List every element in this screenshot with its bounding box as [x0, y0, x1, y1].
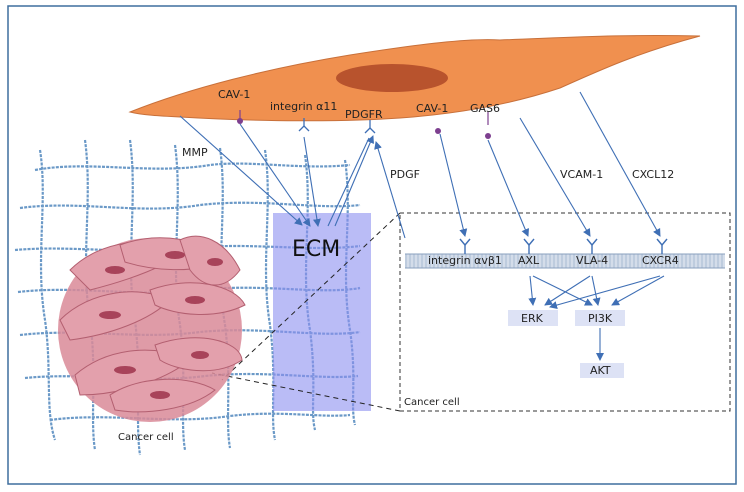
mmp-label: MMP	[182, 146, 208, 159]
cancer-cell-inset-box	[399, 212, 731, 412]
pdgf-arrow	[374, 141, 406, 239]
outer-frame	[7, 5, 737, 485]
cav1-right-label: CAV-1	[416, 102, 448, 115]
zoom-lines	[211, 212, 401, 412]
integrin-avb1-receptor	[459, 238, 471, 254]
erk-label: ERK	[521, 312, 544, 325]
cav1-right-receptor	[435, 128, 441, 134]
integrin-avb1-label: integrin αvβ1	[428, 254, 502, 267]
pi3k-box	[575, 310, 625, 326]
cav1-left-receptor	[237, 110, 243, 124]
erk-box	[508, 310, 558, 326]
axl-label: AXL	[518, 254, 540, 267]
cxcl12-label: CXCL12	[632, 168, 674, 181]
pdgfr-receptor	[364, 120, 376, 134]
gas6-receptor	[485, 112, 491, 139]
fibroblast-to-ecm-arrows	[179, 115, 374, 227]
vla4-label: VLA-4	[576, 254, 608, 267]
pdgfr-label: PDGFR	[345, 108, 383, 121]
pdgf-label: PDGF	[390, 168, 420, 181]
cxcr4-receptor	[656, 238, 668, 254]
signaling-arrows	[528, 275, 665, 361]
integrin-a11-label: integrin α11	[270, 100, 337, 113]
cancer-cell-inset-label: Cancer cell	[404, 397, 460, 408]
cxcr4-label: CXCR4	[642, 254, 679, 267]
pi3k-label: PI3K	[588, 312, 613, 325]
cav1-left-label: CAV-1	[218, 88, 250, 101]
integrin-a11-receptor	[298, 118, 310, 132]
ecm-box	[273, 213, 371, 411]
akt-box	[580, 363, 624, 378]
akt-label: AKT	[590, 364, 611, 377]
cancer-cell-cluster	[58, 235, 246, 422]
fibroblast-to-membrane-arrows	[439, 91, 661, 237]
cancer-cell-cluster-label: Cancer cell	[118, 432, 174, 443]
vcam1-label: VCAM-1	[560, 168, 603, 181]
axl-receptor	[523, 238, 535, 254]
fibroblast-nucleus	[336, 64, 448, 92]
cell-membrane	[405, 254, 725, 268]
gas6-label: GAS6	[470, 102, 500, 115]
vla4-receptor	[586, 238, 598, 254]
ecm-label: ECM	[292, 237, 340, 262]
